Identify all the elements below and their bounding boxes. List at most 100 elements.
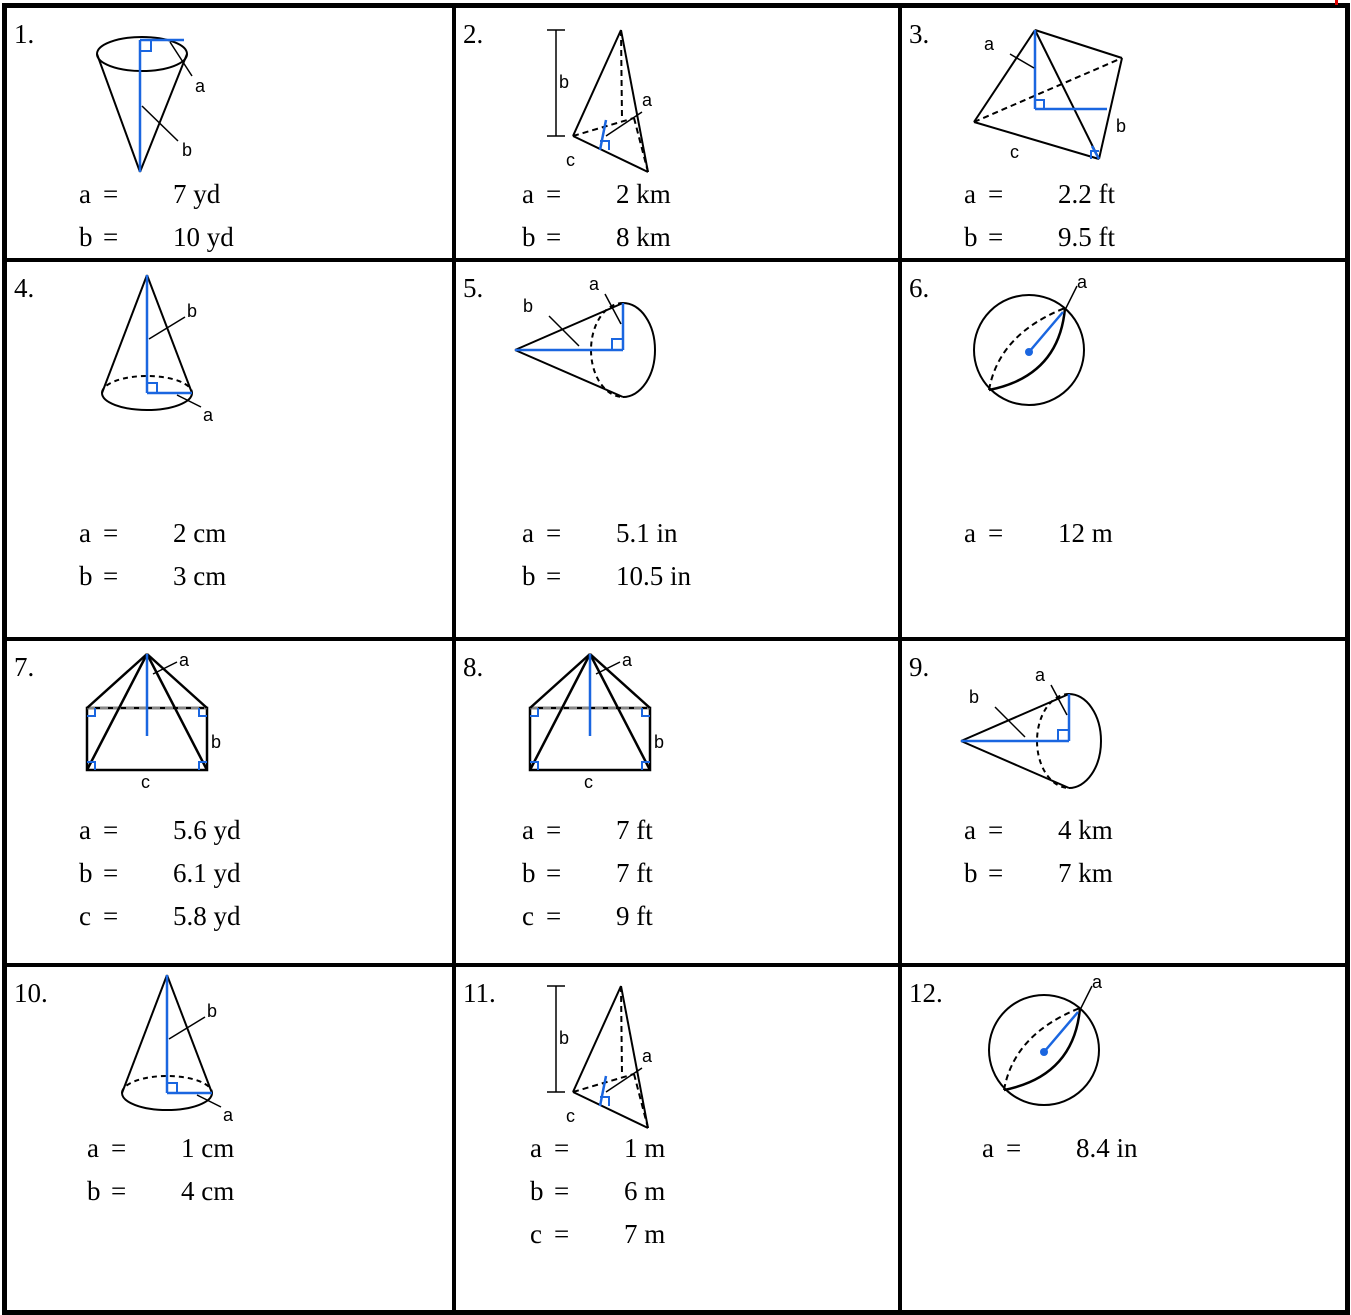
dimension-variable: b (79, 561, 93, 591)
equals-sign: = (554, 1133, 570, 1163)
problem-number: 10. (14, 978, 48, 1008)
dimension-variable: b (79, 222, 93, 252)
equals-sign: = (546, 179, 562, 209)
dimension-row: a=2 cm (79, 512, 226, 555)
equals-sign: = (103, 858, 119, 888)
dimension-value: 1 m (624, 1133, 666, 1163)
svg-text:a: a (203, 405, 214, 425)
svg-text:b: b (969, 687, 979, 707)
dimension-variable: b (964, 858, 978, 888)
dimension-variable: b (87, 1176, 101, 1206)
dimension-row: a=5.6 yd (79, 809, 241, 852)
dimension-row: a=2.2 ft (964, 173, 1115, 216)
dimension-variable: a (530, 1133, 542, 1163)
dimension-variable: c (530, 1219, 542, 1249)
svg-text:a: a (642, 90, 653, 110)
svg-text:b: b (654, 732, 664, 752)
equals-sign: = (988, 518, 1004, 548)
svg-text:a: a (223, 1105, 234, 1125)
equals-sign: = (554, 1219, 570, 1249)
equals-sign: = (988, 179, 1004, 209)
dimension-variable: a (522, 815, 534, 845)
svg-text:a: a (589, 274, 600, 294)
problem-cell: 2. b a ca=2 kmb=8 kmc=9 km (454, 6, 900, 295)
equals-sign: = (103, 179, 119, 209)
equals-sign: = (988, 222, 1004, 252)
dimension-value: 6 m (624, 1176, 666, 1206)
dimension-row: a=7 yd (79, 173, 234, 216)
equals-sign: = (103, 561, 119, 591)
dimension-value: 7 ft (616, 858, 653, 888)
equals-sign: = (103, 222, 119, 252)
dimension-variable: b (79, 858, 93, 888)
dimension-row: a=1 cm (87, 1127, 234, 1170)
dimension-row: c=5.8 yd (79, 895, 241, 938)
dimension-value: 5.8 yd (173, 901, 241, 931)
dimension-variable: b (522, 858, 536, 888)
problem-number: 1. (14, 19, 35, 49)
problem-number: 2. (463, 19, 484, 49)
svg-text:a: a (179, 650, 190, 670)
dimension-value: 12 m (1058, 518, 1113, 548)
equals-sign: = (1006, 1133, 1022, 1163)
dimension-row: b=8 km (522, 216, 671, 259)
svg-text:b: b (182, 140, 192, 160)
dimension-row: b = 9.5 ft (964, 216, 1115, 259)
equals-sign: = (546, 858, 562, 888)
dimension-value: 9.5 ft (1058, 222, 1115, 252)
svg-text:c: c (584, 772, 593, 792)
dimension-row: b=3 cm (79, 555, 226, 598)
dimension-value: 7 m (624, 1219, 666, 1249)
dimension-variable: a (87, 1133, 99, 1163)
svg-text:a: a (1077, 272, 1088, 292)
svg-text:a: a (622, 650, 633, 670)
svg-text:b: b (207, 1001, 217, 1021)
cone-upright-figure: b a (101, 274, 214, 425)
svg-text:a: a (195, 76, 206, 96)
rectangular-pyramid-figure: a b c (85, 650, 221, 792)
equals-sign: = (546, 518, 562, 548)
dimension-variable: a (964, 179, 976, 209)
dimension-row: b=10.5 in (522, 555, 691, 598)
dimension-list: a = 1 m b=6 m c = 7 m (530, 1127, 665, 1256)
dimension-row: a=12 m (964, 512, 1113, 555)
equals-sign: = (546, 901, 562, 931)
dimension-row: b=6 m (530, 1170, 665, 1213)
dimension-list: a=12 m (964, 512, 1113, 555)
dimension-value: 6.1 yd (173, 858, 241, 888)
dimension-value: 10 yd (173, 222, 234, 252)
problem-number: 12. (909, 978, 943, 1008)
dimension-variable: a (964, 815, 976, 845)
dimension-row: b = 6.1 yd (79, 852, 241, 895)
dimension-variable: b (964, 222, 978, 252)
dimension-row: a = 8.4 in (982, 1127, 1138, 1170)
dimension-value: 8.4 in (1076, 1133, 1138, 1163)
dimension-variable: b (522, 561, 536, 591)
problem-number: 3. (909, 19, 930, 49)
dimension-variable: a (982, 1133, 994, 1163)
dimension-row: a=2 km (522, 173, 671, 216)
dimension-row: a = 1 m (530, 1127, 665, 1170)
dimension-variable: a (79, 815, 91, 845)
equals-sign: = (988, 815, 1004, 845)
square-pyramid-tilted-figure: a b c (973, 29, 1126, 162)
dimension-variable: a (522, 179, 534, 209)
svg-text:b: b (211, 732, 221, 752)
svg-text:b: b (1116, 116, 1126, 136)
red-mark (1335, 0, 1338, 5)
cone-sideways-figure: b a (960, 665, 1102, 791)
dimension-value: 8 km (616, 222, 671, 252)
dimension-value: 7 yd (173, 179, 221, 209)
dimension-variable: b (530, 1176, 544, 1206)
dimension-value: 5.1 in (616, 518, 678, 548)
cone-upright-figure: b a (121, 974, 234, 1125)
